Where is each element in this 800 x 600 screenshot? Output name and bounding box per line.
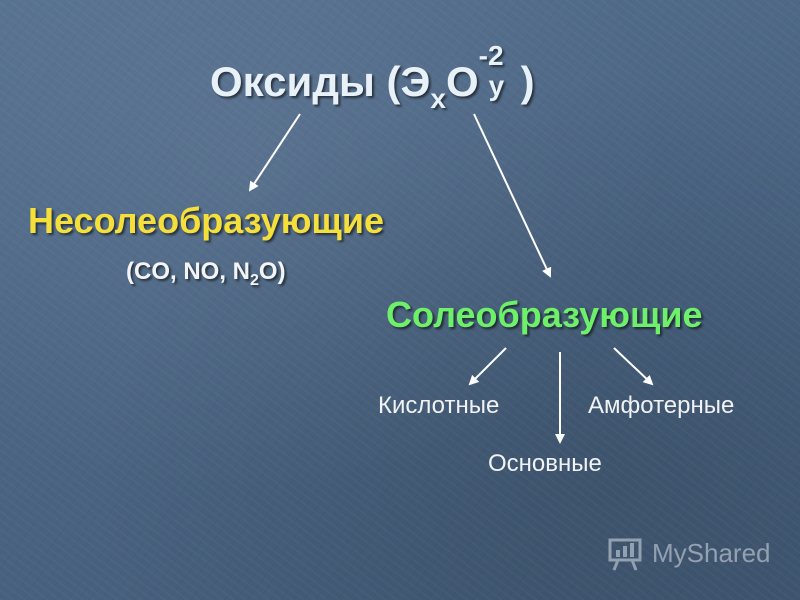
title-main: Оксиды (Э bbox=[210, 58, 431, 105]
title-oxygen: O bbox=[445, 58, 479, 105]
examples-subscript: 2 bbox=[250, 272, 259, 289]
arrow-to-non-salt bbox=[248, 113, 301, 192]
arrow-to-salt bbox=[473, 113, 552, 278]
title-superscript-charge: -2 bbox=[478, 40, 504, 71]
basic-node: Основные bbox=[488, 450, 602, 477]
acidic-node: Кислотные bbox=[378, 392, 500, 419]
title-close: ) bbox=[520, 58, 535, 105]
title-subscript-x: x bbox=[430, 83, 446, 114]
arrow-to-amphoteric bbox=[613, 347, 654, 386]
presentation-icon bbox=[608, 538, 642, 571]
amphoteric-node: Амфотерные bbox=[588, 392, 735, 419]
watermark: MyShared bbox=[606, 534, 786, 574]
title-subscript-y: y bbox=[488, 70, 505, 101]
arrow-to-acid bbox=[468, 347, 507, 386]
non-salt-forming-node: Несолеобразующие bbox=[28, 200, 385, 241]
salt-forming-node: Солеобразующие bbox=[386, 294, 703, 335]
non-salt-examples: (CO, NO, N2O) bbox=[126, 258, 286, 289]
examples-part-a: (CO, NO, N bbox=[126, 258, 250, 285]
watermark-text: MyShared bbox=[652, 538, 771, 568]
examples-part-b: O) bbox=[258, 258, 286, 285]
